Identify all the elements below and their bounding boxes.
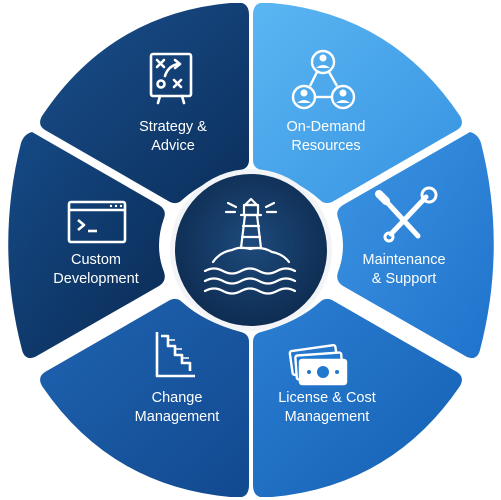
segment-shape (40, 3, 250, 204)
segment-label-line2: Management (285, 409, 370, 425)
segment-shape (40, 298, 250, 497)
money-bills-icon (288, 343, 348, 386)
people-network-icon (291, 49, 356, 110)
segment-change-management: Change Management (40, 298, 250, 497)
segment-label-line2: & Support (372, 271, 437, 287)
strategy-board-icon (149, 52, 193, 105)
segment-license-cost: License & Cost Management (253, 298, 462, 497)
lighthouse-icon (203, 197, 297, 295)
center-hub (170, 169, 332, 331)
segment-maintenance-support: Maintenance & Support (337, 132, 494, 359)
segment-shape (253, 3, 462, 204)
wrench-screwdriver-icon (375, 186, 438, 243)
segment-label-line1: Change (152, 390, 203, 406)
segment-label-line1: Strategy & (139, 119, 207, 135)
segment-label-line1: License & Cost (278, 390, 376, 406)
segment-custom-development: Custom Development (8, 132, 165, 359)
segment-strategy-advice: Strategy & Advice (40, 3, 250, 204)
stair-chart-icon (155, 332, 195, 378)
segment-shape (8, 132, 165, 359)
segment-label-line2: Management (135, 409, 220, 425)
segment-label-line2: Resources (291, 138, 360, 154)
segment-on-demand-resources: On-Demand Resources (253, 3, 462, 204)
segment-label-line2: Development (53, 271, 138, 287)
segment-label-line2: Advice (151, 138, 195, 154)
segment-label-line1: On-Demand (287, 119, 366, 135)
segment-shape (337, 132, 494, 359)
segment-label-line1: Custom (71, 252, 121, 268)
segment-label-line1: Maintenance (362, 252, 445, 268)
terminal-window-icon (67, 200, 127, 244)
